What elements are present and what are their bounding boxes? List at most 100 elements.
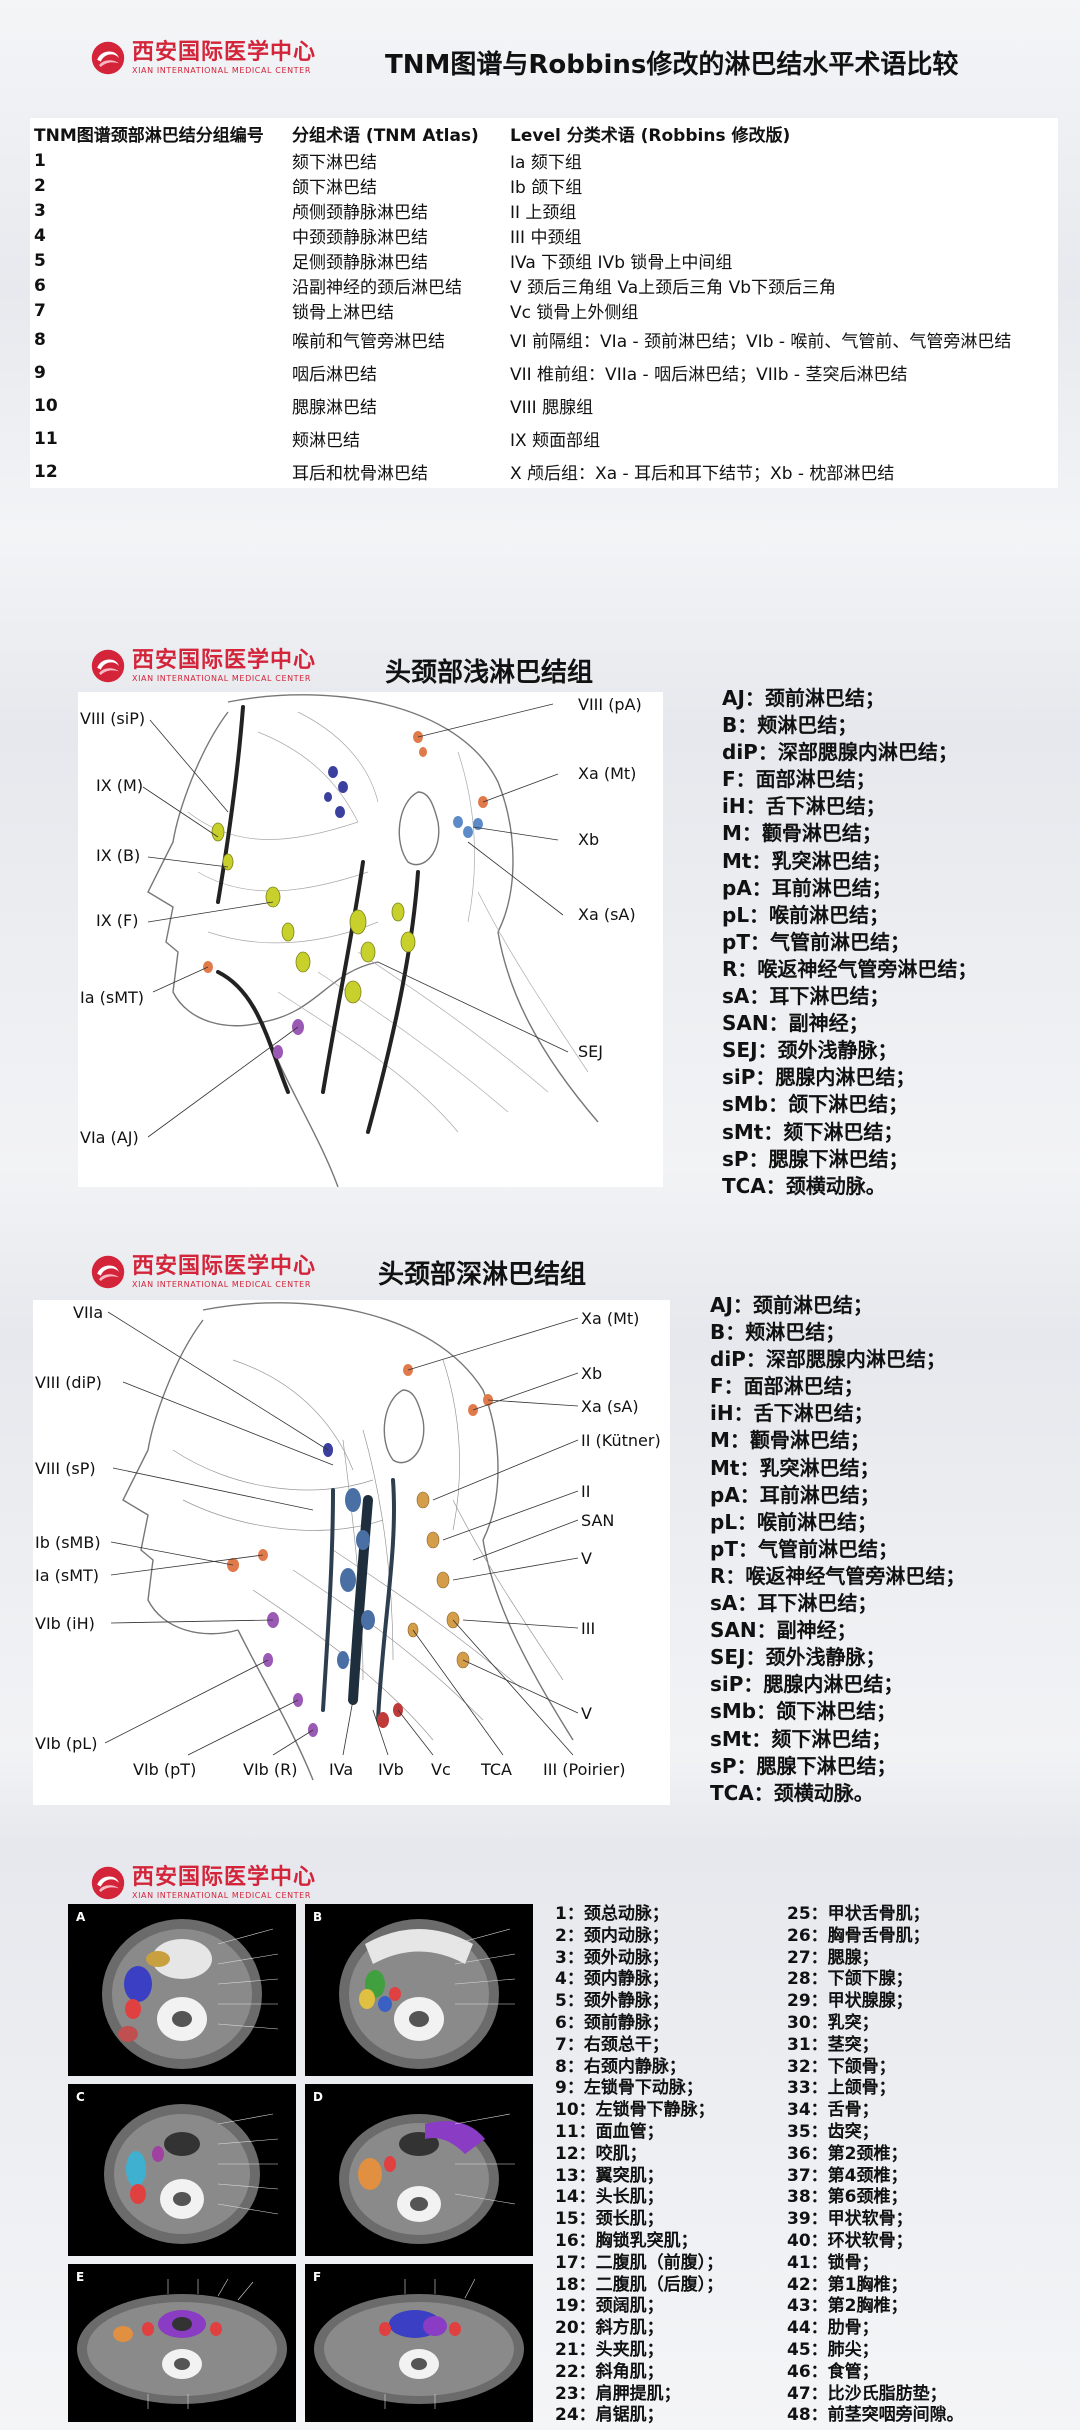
- list-item: 39：甲状软骨；: [787, 2209, 913, 2230]
- panel-superficial-nodes: 西安国际医学中心 XIAN INTERNATIONAL MEDICAL CENT…: [0, 600, 1080, 1220]
- ct-slice-d: D: [305, 2084, 533, 2256]
- list-item: iH：舌下淋巴结；: [722, 794, 886, 819]
- list-item: sMb：颌下淋巴结；: [722, 1092, 909, 1117]
- label-left: IX (M): [96, 776, 144, 795]
- panel-tnm-comparison: 西安国际医学中心 XIAN INTERNATIONAL MEDICAL CENT…: [0, 0, 1080, 488]
- list-item: TCA：颈横动脉。: [722, 1173, 886, 1198]
- list-item: 18：二腹肌（后腹）；: [555, 2274, 724, 2295]
- list-item: 12：咬肌；: [555, 2143, 647, 2164]
- list-item: pT：气管前淋巴结；: [710, 1536, 898, 1561]
- list-item: 20：斜方肌；: [555, 2318, 664, 2339]
- ct-slice-image: [104, 2104, 279, 2244]
- list-item: 9：左锁骨下动脉；: [555, 2078, 703, 2099]
- list-item: 13：翼突肌；: [555, 2165, 664, 2186]
- label-left: VIb (iH): [35, 1614, 95, 1633]
- list-item: 3：颈外动脉；: [555, 1947, 669, 1968]
- label-left: VIIa: [73, 1303, 104, 1322]
- list-item: 41：锁骨；: [787, 2252, 879, 2273]
- table-cell: Ib 颌下组: [510, 178, 583, 198]
- label-bottom: IVb: [378, 1760, 404, 1779]
- list-item: 2：颈内动脉；: [555, 1925, 669, 1946]
- label-left: VIII (diP): [35, 1373, 102, 1392]
- table-cell: II 上颈组: [510, 203, 577, 223]
- list-item: 43：第2胸椎；: [787, 2296, 908, 2317]
- label-bottom: VIb (R): [243, 1760, 298, 1779]
- label-bottom: IVa: [329, 1760, 354, 1779]
- list-item: pL：喉前淋巴结；: [722, 902, 890, 927]
- list-item: AJ：颈前淋巴结；: [722, 686, 885, 710]
- table-cell: X 颅后组：Xa - 耳后和耳下结节；Xb - 枕部淋巴结: [510, 464, 895, 484]
- logo-en-text: XIAN INTERNATIONAL MEDICAL CENTER: [132, 1279, 311, 1289]
- institution-logo: 西安国际医学中心 XIAN INTERNATIONAL MEDICAL CENT…: [90, 1254, 316, 1290]
- list-item: 8：右颈内静脉；: [555, 2056, 686, 2077]
- logo-cn-text: 西安国际医学中心: [132, 647, 317, 673]
- panel1-title: TNM图谱与Robbins修改的淋巴结水平术语比较: [385, 50, 959, 80]
- table-header-cell: Level 分类术语 (Robbins 修改版): [510, 125, 791, 146]
- list-item: 33：上颌骨；: [787, 2078, 896, 2099]
- list-item: AJ：颈前淋巴结；: [710, 1293, 873, 1317]
- list-item: 25：甲状舌骨肌；: [787, 1904, 930, 1924]
- list-item: 6：颈前静脉；: [555, 2012, 669, 2033]
- table-cell: 1: [34, 150, 46, 171]
- label-right: Xa (Mt): [581, 1309, 640, 1328]
- table-cell: 中颈颈静脉淋巴结: [292, 228, 428, 248]
- list-item: 15：颈长肌；: [555, 2209, 664, 2230]
- list-item: 35：齿突；: [787, 2121, 879, 2142]
- list-item: 21：头夹肌；: [555, 2339, 664, 2360]
- table-cell: 颌下淋巴结: [292, 178, 377, 198]
- list-item: 31：茎突；: [787, 2034, 879, 2055]
- list-item: 28：下颌下腺；: [787, 1969, 913, 1990]
- ct-slice-letter: C: [76, 2090, 85, 2104]
- ct-slice-letter: D: [313, 2090, 323, 2104]
- list-item: M：颧骨淋巴结；: [722, 821, 882, 846]
- table-cell: 足侧颈静脉淋巴结: [292, 253, 428, 273]
- label-bottom: TCA: [481, 1760, 512, 1779]
- table-cell: 7: [34, 300, 46, 321]
- logo-swirl-icon: [91, 649, 125, 683]
- label-right: V: [581, 1549, 592, 1568]
- panel-ct-anatomy: 西安国际医学中心 XIAN INTERNATIONAL MEDICAL CENT…: [0, 1820, 1080, 2430]
- table-cell: 4: [34, 225, 46, 246]
- logo-cn-text: 西安国际医学中心: [132, 39, 317, 65]
- label-left: IX (B): [96, 846, 141, 865]
- label-right: Xa (sA): [578, 905, 636, 924]
- list-item: R：喉返神经气管旁淋巴结；: [722, 956, 978, 981]
- table-header-row: TNM图谱颈部淋巴结分组编号 分组术语 (TNM Atlas) Level 分类…: [30, 118, 1058, 148]
- abbreviation-legend: AJ：颈前淋巴结；B：颊淋巴结；diP：深部腮腺内淋巴结；F：面部淋巴结；iH：…: [722, 685, 977, 1200]
- panel2-title: 头颈部浅淋巴结组: [385, 658, 594, 688]
- table-cell: Vc 锁骨上外侧组: [510, 303, 639, 323]
- label-left: Ib (sMB): [35, 1533, 101, 1552]
- list-item: sMt：颏下淋巴结；: [710, 1726, 892, 1751]
- label-right: Xb: [581, 1364, 603, 1383]
- table-cell: 8: [34, 329, 46, 350]
- list-item: sP：腮腺下淋巴结；: [722, 1146, 909, 1171]
- table-cell: IX 颊面部组: [510, 431, 601, 451]
- list-item: 37：第4颈椎；: [787, 2165, 908, 2186]
- institution-logo: 西安国际医学中心 XIAN INTERNATIONAL MEDICAL CENT…: [90, 40, 316, 76]
- table-header-cell: 分组术语 (TNM Atlas): [292, 125, 479, 146]
- ct-slice-image: [77, 2278, 287, 2409]
- list-item: sA：耳下淋巴结；: [710, 1591, 878, 1616]
- label-right: II (Kütner): [581, 1431, 661, 1450]
- panel3-title: 头颈部深淋巴结组: [378, 1260, 587, 1290]
- list-item: Mt：乳突淋巴结；: [722, 848, 892, 873]
- tnm-comparison-table: TNM图谱颈部淋巴结分组编号 分组术语 (TNM Atlas) Level 分类…: [30, 118, 1058, 488]
- label-right: SAN: [581, 1511, 615, 1530]
- table-cell: IVa 下颈组 IVb 锁骨上中间组: [510, 253, 733, 273]
- panel-deep-nodes: 西安国际医学中心 XIAN INTERNATIONAL MEDICAL CENT…: [0, 1220, 1080, 1820]
- list-item: 45：肺尖；: [787, 2339, 879, 2360]
- table-cell: 2: [34, 175, 46, 196]
- list-item: SEJ：颈外浅静脉；: [722, 1038, 898, 1063]
- list-item: sP：腮腺下淋巴结；: [710, 1753, 897, 1778]
- table-cell: 10: [34, 395, 58, 416]
- list-item: F：面部淋巴结；: [710, 1374, 864, 1399]
- table-cell: 5: [34, 250, 46, 271]
- table-row: 5 足侧颈静脉淋巴结 IVa 下颈组 IVb 锁骨上中间组: [30, 248, 1058, 274]
- list-item: 4：颈内静脉；: [555, 1969, 669, 1990]
- list-item: 47：比沙氏脂肪垫；: [787, 2383, 947, 2404]
- logo-swirl-icon: [91, 1255, 125, 1289]
